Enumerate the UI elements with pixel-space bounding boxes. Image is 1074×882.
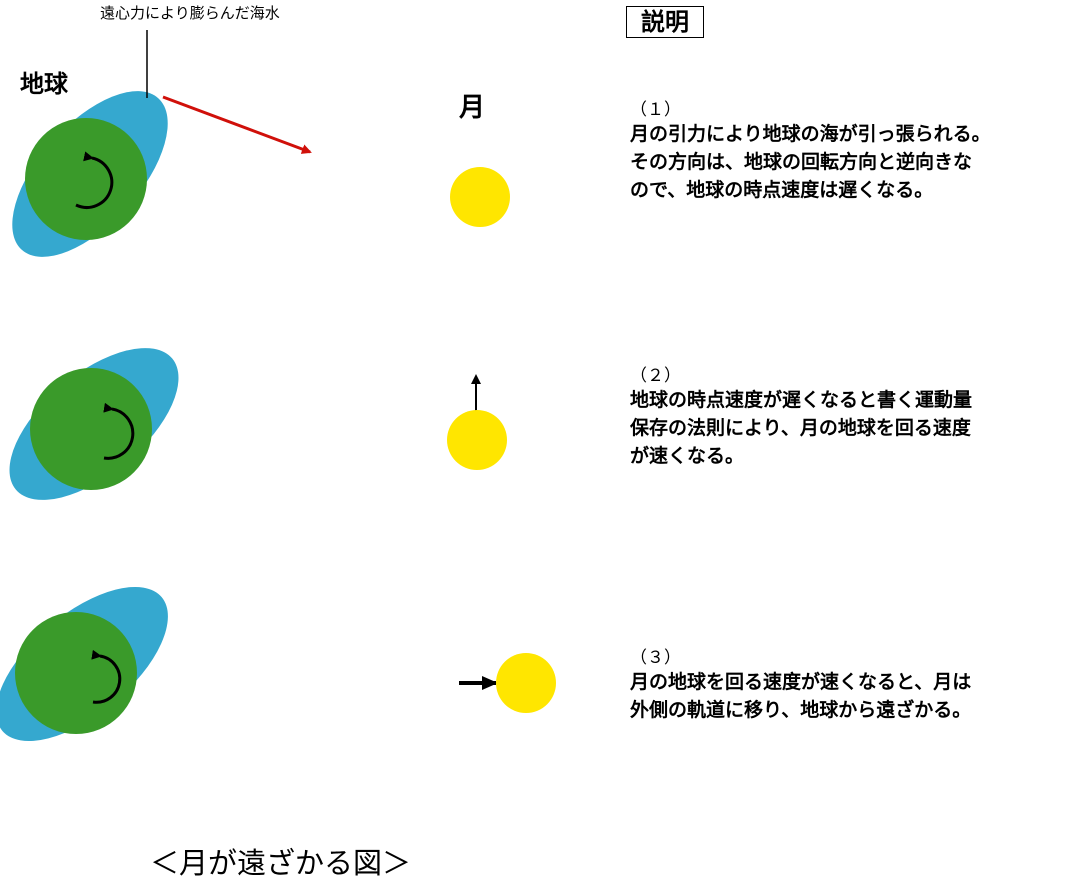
step-1: （１） 月の引力により地球の海が引っ張られる。 その方向は、地球の回転方向と逆向… [630,100,991,204]
earth-2 [30,368,152,490]
earth-label: 地球 [20,70,68,98]
figure-caption: ＜月が遠ざかる図＞ [150,846,412,880]
rotation-arrow-2 [103,402,135,460]
rotation-arrow-1 [75,151,114,209]
tidal-force-arrow [162,95,312,154]
step-text-line: その方向は、地球の回転方向と逆向きな [630,151,973,173]
step-text-line: が速くなる。 [630,445,745,467]
earth-1 [25,118,147,240]
step-2: （２） 地球の時点速度が遅くなると書く運動量 保存の法則により、月の地球を回る速… [630,366,972,470]
step-text-line: 保存の法則により、月の地球を回る速度 [630,417,971,439]
step-number: （３） [630,648,681,668]
earth-3 [15,612,137,734]
step-number: （１） [630,100,681,120]
step-3: （３） 月の地球を回る速度が速くなると、月は 外側の軌道に移り、地球から遠ざかる… [630,648,971,724]
step-text-line: 外側の軌道に移り、地球から遠ざかる。 [630,699,972,721]
step-text-line: 月の引力により地球の海が引っ張られる。 [630,123,991,145]
moon-3 [496,653,556,713]
moon-label: 月 [459,93,486,123]
step-text-line: 地球の時点速度が遅くなると書く運動量 [630,389,973,411]
earth-system-2 [9,348,179,500]
earth-system-1 [12,91,168,257]
step-text-line: ので、地球の時点速度は遅くなる。 [630,179,934,201]
moon-2 [447,410,507,470]
step-text-line: 月の地球を回る速度が速くなると、月は [630,671,972,693]
earth-system-3 [0,586,168,742]
step-number: （２） [630,366,681,386]
explanation-heading: 説明 [626,6,704,38]
bulge-callout-label: 遠心力により膨らんだ海水 [100,4,280,22]
moon-1 [450,167,510,227]
rotation-arrow-3 [91,649,122,704]
